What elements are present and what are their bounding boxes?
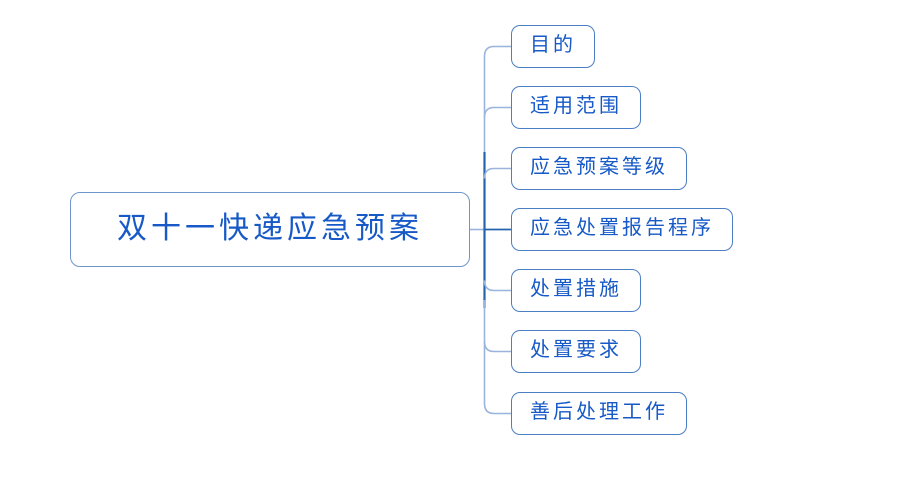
connector-branch-2 xyxy=(483,106,512,118)
branch-node-report-procedure[interactable]: 应急处置报告程序 xyxy=(511,208,733,251)
branch-node-scope[interactable]: 适用范围 xyxy=(511,86,641,129)
branch-node-requirements[interactable]: 处置要求 xyxy=(511,330,641,373)
connector-branch-6 xyxy=(483,341,512,353)
branch-node-aftermath[interactable]: 善后处理工作 xyxy=(511,392,687,435)
connector-branch-5 xyxy=(483,280,512,292)
connector-branch-3 xyxy=(483,167,512,179)
connector-trunk-bottom-to-branch-7 xyxy=(483,300,512,415)
branch-node-purpose[interactable]: 目的 xyxy=(511,25,595,68)
connector-trunk-top-to-branch-1 xyxy=(483,45,512,160)
root-node-emergency-plan[interactable]: 双十一快递应急预案 xyxy=(70,192,470,267)
branch-node-measures[interactable]: 处置措施 xyxy=(511,269,641,312)
branch-node-plan-level[interactable]: 应急预案等级 xyxy=(511,147,687,190)
